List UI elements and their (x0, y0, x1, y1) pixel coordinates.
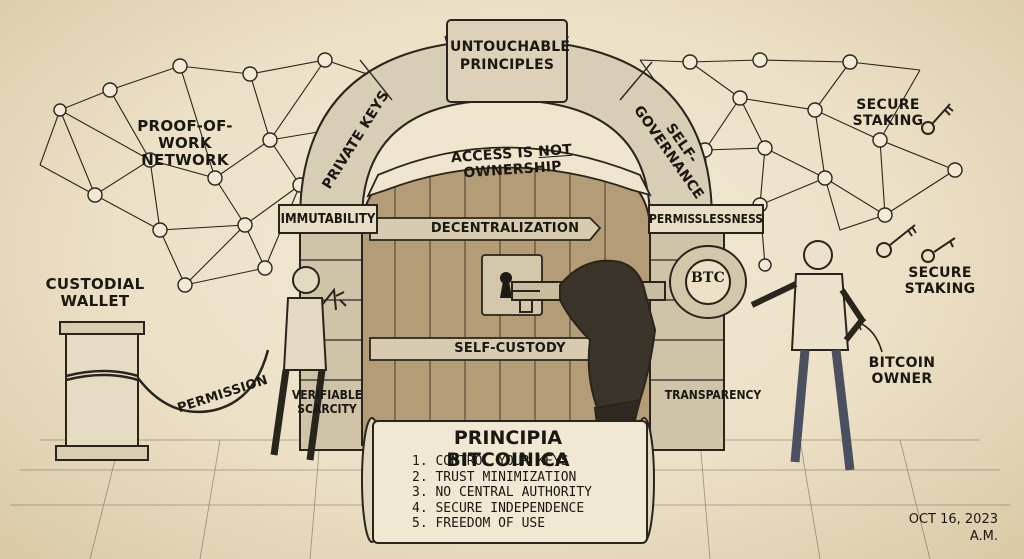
permissionlessness-plaque: PERMISSLESSNESS (648, 204, 764, 234)
decentralization-label: DECENTRALIZATION (430, 221, 580, 236)
list-item: 3. NO CENTRAL AUTHORITY (412, 485, 593, 500)
secure-staking-top-label: SECURE STAKING (852, 97, 924, 129)
rope (137, 349, 270, 414)
signature: OCT 16, 2023 A.M. (909, 511, 998, 545)
staking-keys (876, 103, 956, 263)
keystone (446, 19, 568, 103)
pedestal (55, 321, 149, 461)
key-small-2 (876, 224, 917, 258)
person-left (270, 266, 347, 461)
verifiable-scarcity-plaque: VERIFIABLE SCARCITY (291, 388, 363, 416)
bitcoin-owner-label: BITCOIN OWNER (868, 355, 936, 387)
list-item: 2. TRUST MINIMIZATION (412, 469, 577, 485)
wooden-door (361, 148, 651, 446)
transparency-plaque: TRANSPARENCY (664, 388, 762, 402)
scroll-list: 1. CONTROL YOUR KEYS 2. TRUST MINIMIZATI… (412, 454, 592, 532)
btc-key-label: BTC (691, 270, 725, 286)
date-text: OCT 16, 2023 (908, 512, 998, 527)
key-small-3 (921, 237, 956, 263)
list-item: 4. SECURE INDEPENDENCE (412, 500, 585, 516)
principia-scroll (372, 420, 648, 544)
owner-arrow (857, 319, 883, 353)
keystone-label: UNTOUCHABLE PRINCIPLES (450, 39, 571, 73)
secure-staking-bottom-label: SECURE STAKING (904, 265, 976, 297)
self-custody-label: SELF-CUSTODY (454, 341, 566, 356)
list-item: 1. CONTROL YOUR KEYS (412, 454, 569, 469)
key-small-1 (921, 103, 954, 135)
banner-ribbon (366, 146, 652, 198)
person-right (750, 240, 866, 471)
banner-not: NOT (537, 141, 573, 161)
pow-network-label: PROOF-OF-WORK NETWORK (137, 117, 233, 169)
custodial-wallet-label: CUSTODIAL WALLET (45, 275, 145, 310)
scroll-title: PRINCIPIA BITCOINICA (446, 427, 570, 471)
immutability-plaque: IMMUTABILITY (278, 204, 378, 234)
initials-text: A.M. (969, 529, 998, 544)
list-item: 5. FREEDOM OF USE (412, 516, 546, 531)
